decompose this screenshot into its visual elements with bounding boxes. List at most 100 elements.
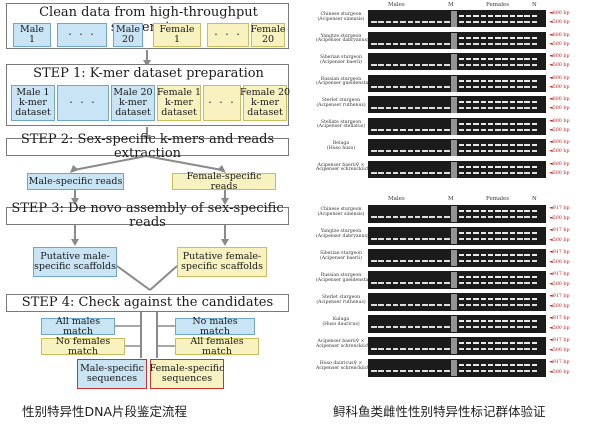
gel-band (444, 107, 450, 109)
gel-band (459, 320, 465, 322)
gel-band (473, 64, 479, 66)
gel-band (502, 210, 508, 212)
gel-band (400, 348, 406, 350)
gel-band (510, 129, 516, 131)
gel-band (473, 58, 479, 60)
gel-band (495, 260, 501, 262)
gel-band (444, 282, 450, 284)
gel-band (459, 123, 465, 125)
gel-band (502, 21, 508, 23)
gel-band (481, 172, 487, 174)
gel-band (517, 254, 523, 256)
kmer-male-20: Male 20 k-mer dataset (111, 85, 155, 121)
gel-band (378, 260, 384, 262)
gel-band (429, 238, 435, 240)
gel-band (386, 107, 392, 109)
gel-band (524, 129, 530, 131)
gel-band (532, 210, 538, 212)
gel-band (517, 320, 523, 322)
gel-band (473, 80, 479, 82)
band-size-lower: ◄500 bp (549, 238, 570, 243)
gel-band (473, 21, 479, 23)
gel-band (371, 304, 377, 306)
band-size-upper: ◄917 bp (549, 228, 570, 233)
gel-band (532, 238, 538, 240)
gel-band (502, 298, 508, 300)
gel-band (495, 64, 501, 66)
band-size-lower: ◄500 bp (549, 20, 570, 25)
gel-band (502, 282, 508, 284)
gel-band (429, 129, 435, 131)
gel-band (459, 21, 465, 23)
gel-band (502, 172, 508, 174)
gel-band (466, 166, 472, 168)
gel-band (502, 370, 508, 372)
gel-band (386, 238, 392, 240)
gel-band (510, 320, 516, 322)
gel-band (532, 260, 538, 262)
bottom-males-header: Males (388, 196, 405, 202)
band-size-upper: ◄800 bp (549, 33, 570, 38)
gel-band (459, 364, 465, 366)
gel-band (466, 298, 472, 300)
gel-band (510, 238, 516, 240)
gel-band (386, 282, 392, 284)
gel-band (473, 260, 479, 262)
gel-band (466, 326, 472, 328)
gel-band (437, 304, 443, 306)
gel-band (459, 238, 465, 240)
gel-band (473, 326, 479, 328)
gel-band (502, 232, 508, 234)
gel-band (488, 238, 494, 240)
gel-band (510, 86, 516, 88)
gel-panel-top: Males M Females N Chinese sturgeon (Acip… (316, 2, 596, 182)
gel-band (371, 64, 377, 66)
gel-band (459, 150, 465, 152)
gel-band (510, 216, 516, 218)
gel-band (502, 123, 508, 125)
gel-band (393, 107, 399, 109)
gel-band (371, 238, 377, 240)
gel-band (510, 15, 516, 17)
gel-band (371, 370, 377, 372)
gel-band (517, 172, 523, 174)
gel-band (437, 260, 443, 262)
gel-lane-strip (368, 118, 546, 135)
gel-band (437, 64, 443, 66)
gel-band (378, 348, 384, 350)
species-label: Kaluga (Huso dauricus) (316, 318, 366, 328)
gel-band (459, 107, 465, 109)
gel-band (378, 21, 384, 23)
gel-band (524, 210, 530, 212)
gel-band (400, 86, 406, 88)
gel-band (459, 342, 465, 344)
band-size-lower: ◄500 bp (549, 348, 570, 353)
gel-band (502, 43, 508, 45)
gel-band (422, 260, 428, 262)
gel-band (459, 166, 465, 168)
gel-band (502, 254, 508, 256)
band-size-upper: ◄800 bp (549, 162, 570, 167)
gel-band (495, 348, 501, 350)
gel-band (415, 43, 421, 45)
gel-band (466, 232, 472, 234)
gel-band (524, 238, 530, 240)
gel-band (517, 216, 523, 218)
gel-band (524, 320, 530, 322)
gel-band (437, 172, 443, 174)
gel-band (524, 342, 530, 344)
band-size-lower: ◄500 bp (549, 149, 570, 154)
gel-band (378, 107, 384, 109)
band-size-upper: ◄917 bp (549, 272, 570, 277)
gel-band (437, 216, 443, 218)
step3-box: STEP 3: De novo assembly of sex-specific… (6, 207, 289, 225)
gel-band (444, 326, 450, 328)
species-label: Huso dauricus♀ × Acipenser schrenckii♂ (316, 362, 366, 372)
gel-band (502, 326, 508, 328)
gel-band (415, 348, 421, 350)
gel-band (532, 172, 538, 174)
gel-band (400, 304, 406, 306)
female-sample-20: Female 20 (251, 23, 285, 47)
gel-band (502, 276, 508, 278)
gel-band (371, 326, 377, 328)
